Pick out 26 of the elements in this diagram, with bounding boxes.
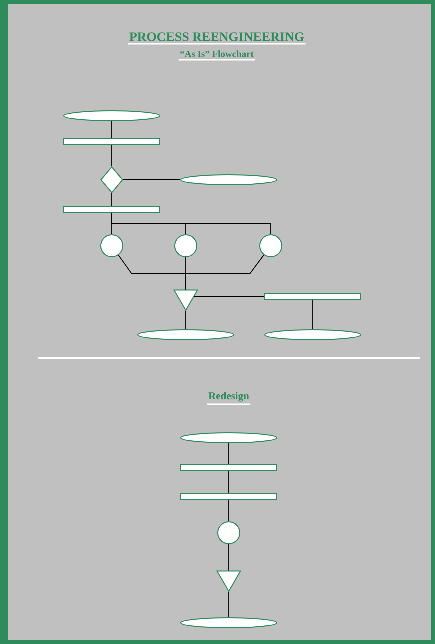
connector-line xyxy=(186,254,265,290)
connector-line xyxy=(228,500,230,522)
process-bar xyxy=(64,138,160,146)
connector-line xyxy=(112,213,272,235)
terminal-oval xyxy=(264,330,362,340)
process-bar xyxy=(64,206,160,214)
terminal-oval xyxy=(138,330,234,340)
connector-line xyxy=(228,544,230,572)
terminal-oval xyxy=(180,174,278,186)
subheading: “As Is” Flowchart xyxy=(178,50,256,61)
operation-circle xyxy=(100,234,124,258)
process-bar xyxy=(264,294,362,300)
operation-circle xyxy=(174,234,198,258)
subheading: Redesign xyxy=(207,392,251,406)
connector-line xyxy=(228,471,230,494)
connector-line xyxy=(228,443,230,465)
terminal-oval xyxy=(180,432,278,444)
connector-line xyxy=(228,592,230,618)
operation-circle xyxy=(260,234,282,258)
terminal-oval xyxy=(64,110,160,122)
process-bar xyxy=(180,494,278,500)
connector-line xyxy=(194,296,265,298)
operation-circle xyxy=(218,522,240,544)
title: PROCESS REENGINEERING xyxy=(128,32,306,45)
process-bar xyxy=(180,464,278,472)
connector-line xyxy=(312,300,314,330)
